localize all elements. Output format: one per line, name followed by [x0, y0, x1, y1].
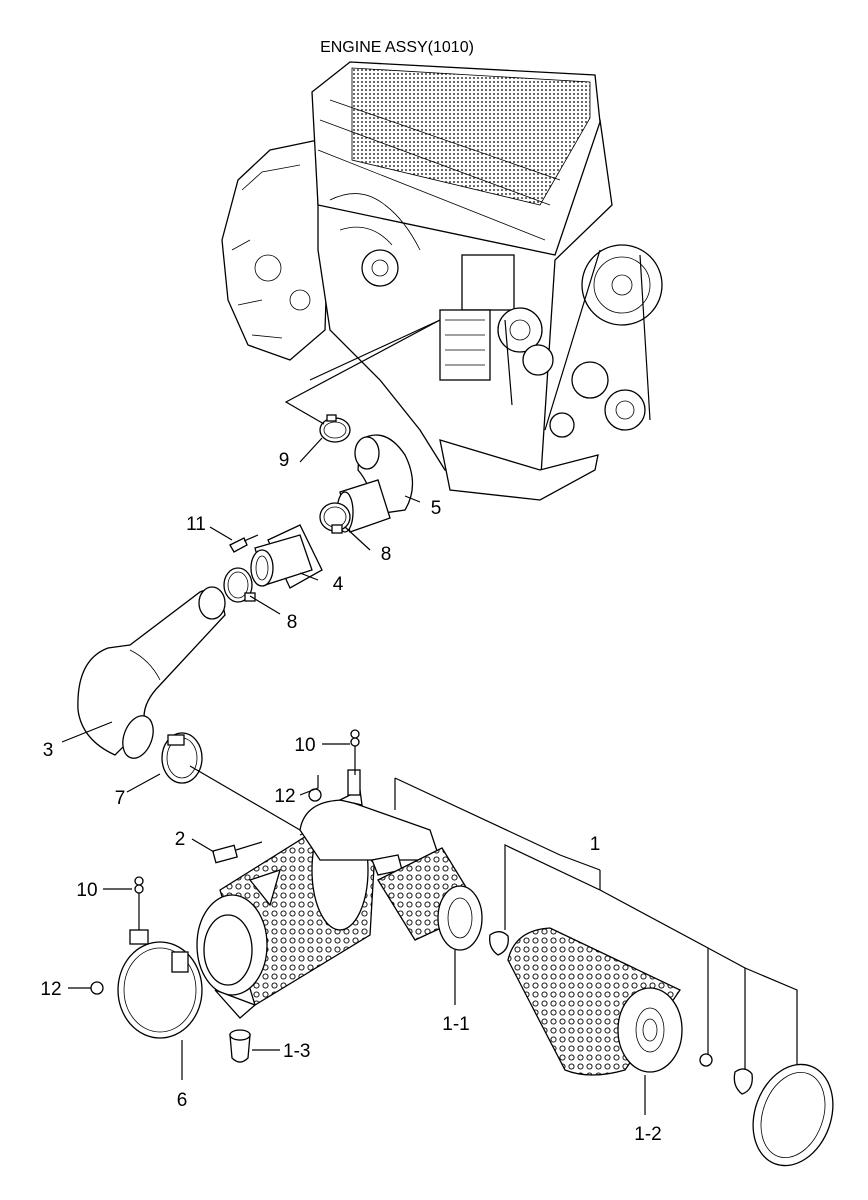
callout-8-upper: 8 [381, 544, 392, 565]
intake-pipe-3 [77, 586, 226, 759]
callout-12-lower: 12 [40, 979, 61, 1000]
callout-1-1: 1-1 [442, 1014, 469, 1035]
diagram-title: ENGINE ASSY(1010) [320, 39, 474, 56]
hose-clamp-8-lower [223, 567, 256, 603]
callout-12-upper: 12 [274, 786, 295, 807]
callout-5: 5 [431, 498, 442, 519]
callout-3: 3 [43, 740, 54, 761]
callout-2: 2 [175, 829, 186, 850]
flange-adapter-4 [250, 524, 323, 589]
nut-12-lower [90, 981, 104, 995]
end-cover [752, 1063, 834, 1167]
hose-clamp-9 [319, 414, 351, 443]
hose-clamp-8-upper [319, 502, 351, 534]
dust-valve-1-3 [229, 1029, 251, 1063]
main-element-1-2 [507, 927, 683, 1076]
callout-6: 6 [177, 1090, 188, 1111]
callout-10-lower: 10 [76, 880, 97, 901]
washer [699, 1053, 713, 1067]
engine-assembly [221, 61, 663, 501]
bolt-10-upper [350, 729, 360, 775]
air-cleaner-body [196, 799, 376, 1019]
callout-1: 1 [590, 834, 601, 855]
bolt-11 [229, 534, 259, 553]
band-clamp-6 [117, 929, 203, 1039]
clamp-7 [161, 732, 203, 784]
callout-1-3: 1-3 [283, 1041, 310, 1062]
housing-bracket [299, 769, 441, 876]
callout-4: 4 [333, 574, 344, 595]
callout-1-2: 1-2 [634, 1124, 661, 1145]
hose-elbow-5 [336, 434, 414, 533]
wing-nut-upper [489, 931, 509, 956]
callout-9: 9 [279, 450, 290, 471]
sensor-pin-2 [212, 841, 263, 864]
callout-10-upper: 10 [294, 735, 315, 756]
callout-7: 7 [115, 788, 126, 809]
wing-nut-lower [733, 1068, 753, 1095]
bolt-10-lower [134, 876, 144, 930]
callout-11: 11 [186, 514, 206, 535]
safety-element-1-1 [377, 847, 483, 951]
callout-8-lower: 8 [287, 612, 298, 633]
